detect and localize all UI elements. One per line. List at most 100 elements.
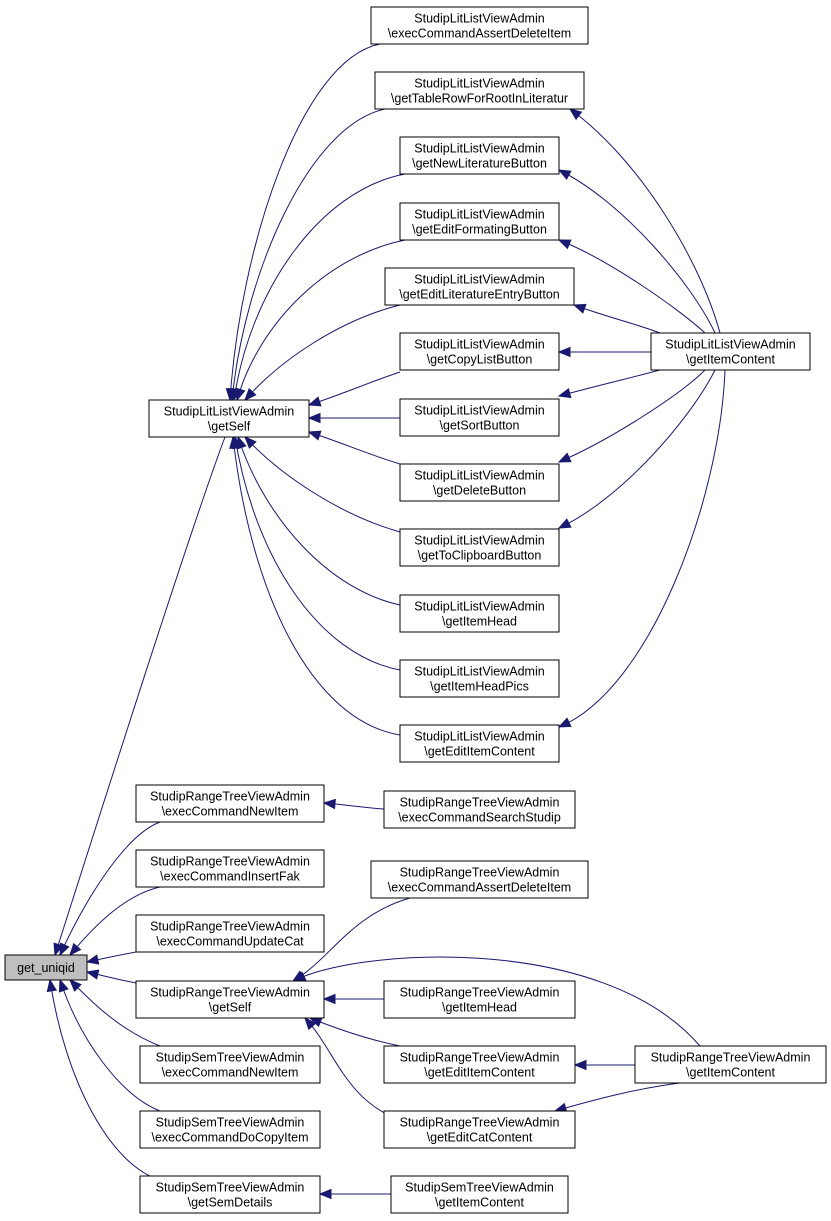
node-lit_getTableRow[interactable]: StudipLitListViewAdmin\getTableRowForRoo… (374, 71, 585, 110)
node-method-label: \execCommandNewItem (162, 805, 299, 819)
edge-lit_getEditLitEntryButton-to-lit_getItemContent (572, 303, 661, 334)
edge-lit_getToClipboardButton-to-lit_getItemContent (557, 369, 716, 529)
node-class-label: StudipLitListViewAdmin (414, 469, 544, 483)
node-method-label: \getCopyListButton (427, 353, 533, 367)
node-method-label: \getToClipboardButton (418, 549, 542, 563)
edge-lit_getTableRow-to-lit_getItemContent (568, 108, 721, 334)
node-class-label: get_uniqid (17, 961, 75, 975)
node-method-label: \getDeleteButton (433, 484, 526, 498)
node-class-label: StudipLitListViewAdmin (414, 665, 544, 679)
node-range_getEditCatContent[interactable]: StudipRangeTreeViewAdmin\getEditCatConte… (383, 1110, 576, 1149)
node-method-label: \getEditFormatingButton (412, 223, 547, 237)
node-box (399, 463, 560, 502)
edge-arrowhead (235, 387, 246, 402)
edge-lit_getSelf-to-lit_execAssertDelete (225, 43, 381, 402)
edge-lit_getDeleteButton-to-lit_getItemContent (557, 369, 706, 463)
edge-arrowhead (557, 717, 572, 728)
node-class-label: StudipSemTreeViewAdmin (156, 1051, 305, 1065)
node-method-label: \getEditItemContent (424, 745, 535, 759)
nodes-layer: get_uniqid StudipLitListViewAdmin\getSelf… (4, 6, 827, 1214)
edge-range_getSelf-to-range_getItemHead (322, 993, 384, 1005)
node-lit_getSortButton[interactable]: StudipLitListViewAdmin\getSortButton (399, 398, 560, 437)
edge-line (54, 436, 226, 956)
node-box (148, 399, 310, 438)
edge-line (558, 369, 661, 397)
edge-get_uniqid-to-sem_getSemDetails (46, 978, 161, 1181)
edge-arrowhead (229, 435, 240, 450)
node-lit_getEditLitEntryButton[interactable]: StudipLitListViewAdmin\getEditLiterature… (384, 267, 575, 306)
edge-arrowhead (69, 979, 82, 992)
node-sem_getSemDetails[interactable]: StudipSemTreeViewAdmin\getSemDetails (139, 1175, 321, 1214)
node-range_execUpdateCat[interactable]: StudipRangeTreeViewAdmin\execCommandUpda… (135, 914, 325, 953)
edge-get_uniqid-to-range_execNewItem (59, 821, 161, 957)
node-box (390, 1175, 569, 1214)
edge-arrowhead (307, 412, 321, 424)
node-class-label: StudipSemTreeViewAdmin (156, 1181, 305, 1195)
node-sem_execDoCopyItem[interactable]: StudipSemTreeViewAdmin\execCommandDoCopy… (139, 1110, 321, 1149)
node-sem_getItemContent[interactable]: StudipSemTreeViewAdmin\getItemContent (390, 1175, 569, 1214)
node-class-label: StudipRangeTreeViewAdmin (651, 1051, 811, 1065)
node-range_execInsertFak[interactable]: StudipRangeTreeViewAdmin\execCommandInse… (135, 849, 325, 888)
edge-line (304, 1017, 401, 1121)
edge-line (59, 821, 161, 956)
node-sem_execNewItem[interactable]: StudipSemTreeViewAdmin\execCommandNewIte… (139, 1045, 321, 1084)
node-box (135, 914, 325, 953)
node-range_execAssertDelete[interactable]: StudipRangeTreeViewAdmin\execCommandAsse… (370, 860, 589, 899)
edge-get_uniqid-to-range_execUpdateCat (85, 951, 137, 965)
edge-lit_getSelf-to-lit_getSortButton (307, 412, 400, 424)
node-class-label: StudipRangeTreeViewAdmin (400, 986, 560, 1000)
node-range_execNewItem[interactable]: StudipRangeTreeViewAdmin\execCommandNewI… (135, 784, 325, 823)
node-lit_getItemContent[interactable]: StudipLitListViewAdmin\getItemContent (650, 332, 811, 371)
edge-arrowhead (58, 978, 69, 993)
node-method-label: \getNewLiteratureButton (412, 157, 547, 171)
node-class-label: StudipLitListViewAdmin (665, 338, 795, 352)
edge-arrowhead (572, 303, 587, 314)
node-box (135, 980, 325, 1019)
node-get_uniqid[interactable]: get_uniqid (4, 954, 88, 981)
node-method-label: \getEditItemContent (424, 1066, 535, 1080)
node-lit_getEditFormatingButton[interactable]: StudipLitListViewAdmin\getEditFormatingB… (399, 202, 560, 241)
node-range_execSearchStudip[interactable]: StudipRangeTreeViewAdmin\execCommandSear… (383, 790, 576, 829)
node-box (135, 849, 325, 888)
node-box (139, 1175, 321, 1214)
edge-arrowhead (307, 396, 322, 407)
node-lit_getItemHead[interactable]: StudipLitListViewAdmin\getItemHead (399, 594, 560, 633)
node-class-label: StudipLitListViewAdmin (414, 338, 544, 352)
node-range_getItemContent[interactable]: StudipRangeTreeViewAdmin\getItemContent (634, 1045, 827, 1084)
edge-arrowhead (244, 436, 257, 449)
edge-arrowhead (557, 518, 572, 529)
node-lit_getCopyListButton[interactable]: StudipLitListViewAdmin\getCopyListButton (399, 332, 560, 371)
node-class-label: StudipSemTreeViewAdmin (156, 1116, 305, 1130)
node-method-label: \execCommandUpdateCat (156, 935, 304, 949)
node-method-label: \execCommandInsertFak (160, 870, 300, 884)
node-box (399, 136, 560, 175)
node-lit_getEditItemContent[interactable]: StudipLitListViewAdmin\getEditItemConten… (399, 724, 560, 763)
edge-line (244, 304, 401, 401)
node-method-label: \getItemHeadPics (430, 680, 529, 694)
node-lit_execAssertDelete[interactable]: StudipLitListViewAdmin\execCommandAssert… (370, 6, 589, 45)
node-class-label: StudipRangeTreeViewAdmin (150, 855, 310, 869)
edge-line (293, 956, 701, 1047)
node-lit_getDeleteButton[interactable]: StudipLitListViewAdmin\getDeleteButton (399, 463, 560, 502)
node-lit_getSelf[interactable]: StudipLitListViewAdmin\getSelf (148, 399, 310, 438)
node-lit_getToClipboardButton[interactable]: StudipLitListViewAdmin\getToClipboardBut… (399, 528, 560, 567)
node-method-label: \getItemHead (442, 615, 517, 629)
edge-arrowhead (69, 942, 82, 957)
node-box (135, 784, 325, 823)
node-box (399, 594, 560, 633)
node-range_getEditItemContent[interactable]: StudipRangeTreeViewAdmin\getEditItemCont… (383, 1045, 576, 1084)
edge-arrowhead (307, 430, 322, 441)
edge-line (231, 108, 386, 401)
node-method-label: \getItemHead (442, 1001, 517, 1015)
node-lit_getNewLitButton[interactable]: StudipLitListViewAdmin\getNewLiteratureB… (399, 136, 560, 175)
edge-line (558, 369, 706, 463)
edge-range_execNewItem-to-range_execSearchStudip (322, 798, 385, 810)
node-range_getSelf[interactable]: StudipRangeTreeViewAdmin\getSelf (135, 980, 325, 1019)
edge-lit_getSelf-to-lit_getNewLitButton (230, 173, 406, 402)
edge-line (308, 431, 401, 465)
node-lit_getItemHeadPics[interactable]: StudipLitListViewAdmin\getItemHeadPics (399, 659, 560, 698)
node-range_getItemHead[interactable]: StudipRangeTreeViewAdmin\getItemHead (383, 980, 576, 1019)
node-method-label: \getEditLiteratureEntryButton (399, 288, 560, 302)
node-method-label: \getTableRowForRootInLiteratur (391, 92, 568, 106)
edge-arrowhead (244, 387, 257, 401)
